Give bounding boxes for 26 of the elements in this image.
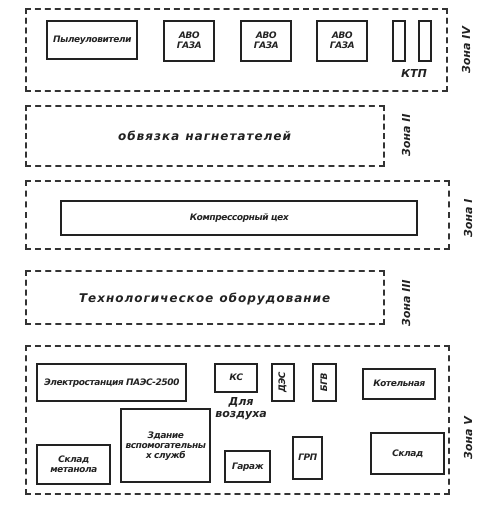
substation-box [392,20,406,62]
zone-label: Зона I [462,197,475,239]
building-box: АВО ГАЗА [316,20,368,62]
building-box: Склад метанола [36,444,111,485]
building-box: Котельная [362,368,436,400]
zone-label: Зона V [462,414,475,461]
building-box: Гараж [224,450,271,483]
building-box: Электростанция ПАЭС-2500 [36,363,187,402]
building-box: АВО ГАЗА [163,20,215,62]
building-box: ДЭС [271,363,295,402]
zone-title: обвязка нагнетателей [117,129,293,143]
building-box: Пылеуловители [46,20,138,60]
building-box: КС [214,363,258,393]
building-box: Компрессорный цех [60,200,418,236]
building-box: ГРП [292,436,323,480]
building-box: Склад [370,432,445,475]
zone-label: Зона II [400,112,413,158]
building-box: БГВ [312,363,337,402]
substation-box [418,20,432,62]
zone-title: Технологическое оборудование [78,290,332,304]
building-caption: Для воздуха [214,396,268,420]
substation-label: КТП [400,68,428,80]
building-box: Здание вспомогательных служб [120,408,211,483]
zone-label: Зона IV [460,25,473,76]
building-box: АВО ГАЗА [240,20,292,62]
zone-label: Зона III [400,278,413,328]
